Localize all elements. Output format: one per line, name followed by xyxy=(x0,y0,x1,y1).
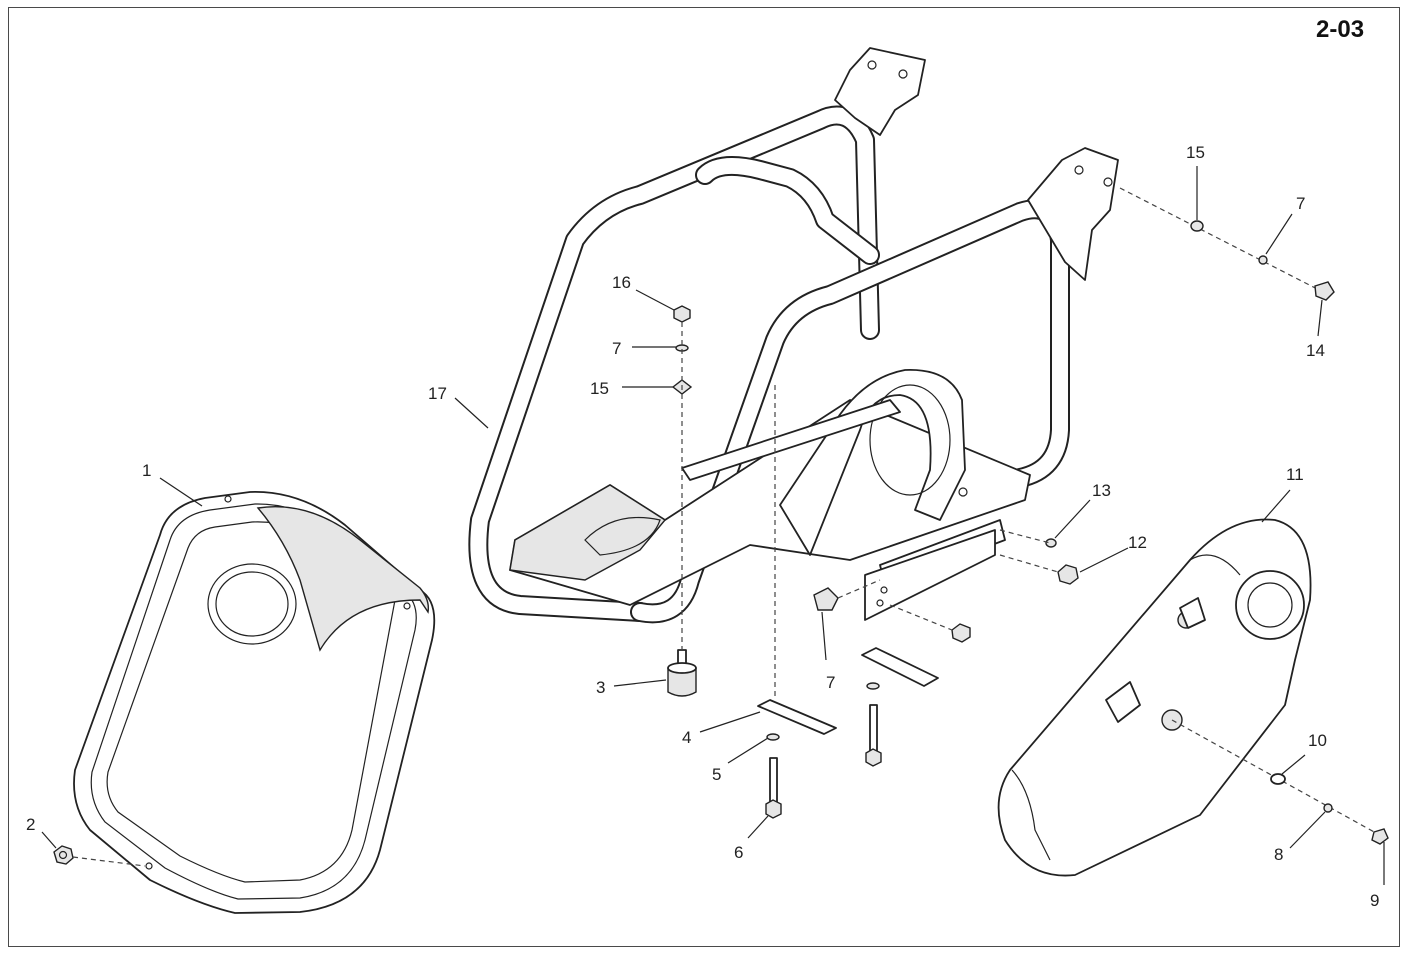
callout-7-knob: 7 xyxy=(826,673,835,692)
callout-11: 11 xyxy=(1286,465,1304,484)
callout-14: 14 xyxy=(1306,341,1325,360)
mount-hardware-stack xyxy=(671,305,776,700)
callout-2: 2 xyxy=(26,815,35,834)
callout-7-stack: 7 xyxy=(612,339,621,358)
callout-8: 8 xyxy=(1274,845,1283,864)
callout-13: 13 xyxy=(1092,481,1111,500)
cover-bolt-part xyxy=(53,845,146,867)
callout-9: 9 xyxy=(1370,891,1379,910)
callout-10: 10 xyxy=(1308,731,1327,750)
front-fasteners xyxy=(813,529,1079,643)
callout-5: 5 xyxy=(712,765,721,784)
callout-6: 6 xyxy=(734,843,743,862)
callout-16: 16 xyxy=(612,273,631,292)
callout-labels: 1 2 3 4 5 6 7 7 7 8 9 10 11 12 13 14 15 … xyxy=(26,143,1379,910)
rubber-mount-part xyxy=(667,649,697,697)
callout-7-topright: 7 xyxy=(1296,194,1305,213)
page-number: 2-03 xyxy=(1316,16,1365,43)
callout-1: 1 xyxy=(142,461,151,480)
guard-fasteners xyxy=(1171,719,1389,845)
drawing-frame xyxy=(8,7,1400,947)
main-frame-part xyxy=(468,47,1119,624)
callout-17: 17 xyxy=(428,384,447,403)
callout-15-stack: 15 xyxy=(590,379,609,398)
belt-guard-part xyxy=(997,518,1312,877)
callout-4: 4 xyxy=(682,728,691,747)
front-cover-part xyxy=(73,491,436,914)
bottom-plate-hardware xyxy=(757,647,939,819)
callout-15-topright: 15 xyxy=(1186,143,1205,162)
callout-leaders xyxy=(41,166,1385,885)
top-right-fasteners xyxy=(1119,187,1335,301)
callout-12: 12 xyxy=(1128,533,1147,552)
callout-3: 3 xyxy=(596,678,605,697)
